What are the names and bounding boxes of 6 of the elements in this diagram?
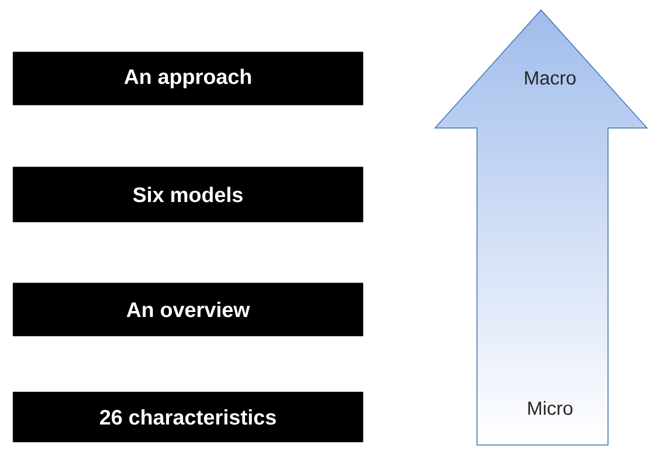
label-box: An overview [12,282,364,336]
label-box: 26 characteristics [12,392,364,442]
label-box: Six models [12,166,364,222]
label-box: An approach [12,52,364,106]
arrow-label: Macro [525,71,576,85]
arrow-label: Micro [528,401,572,415]
